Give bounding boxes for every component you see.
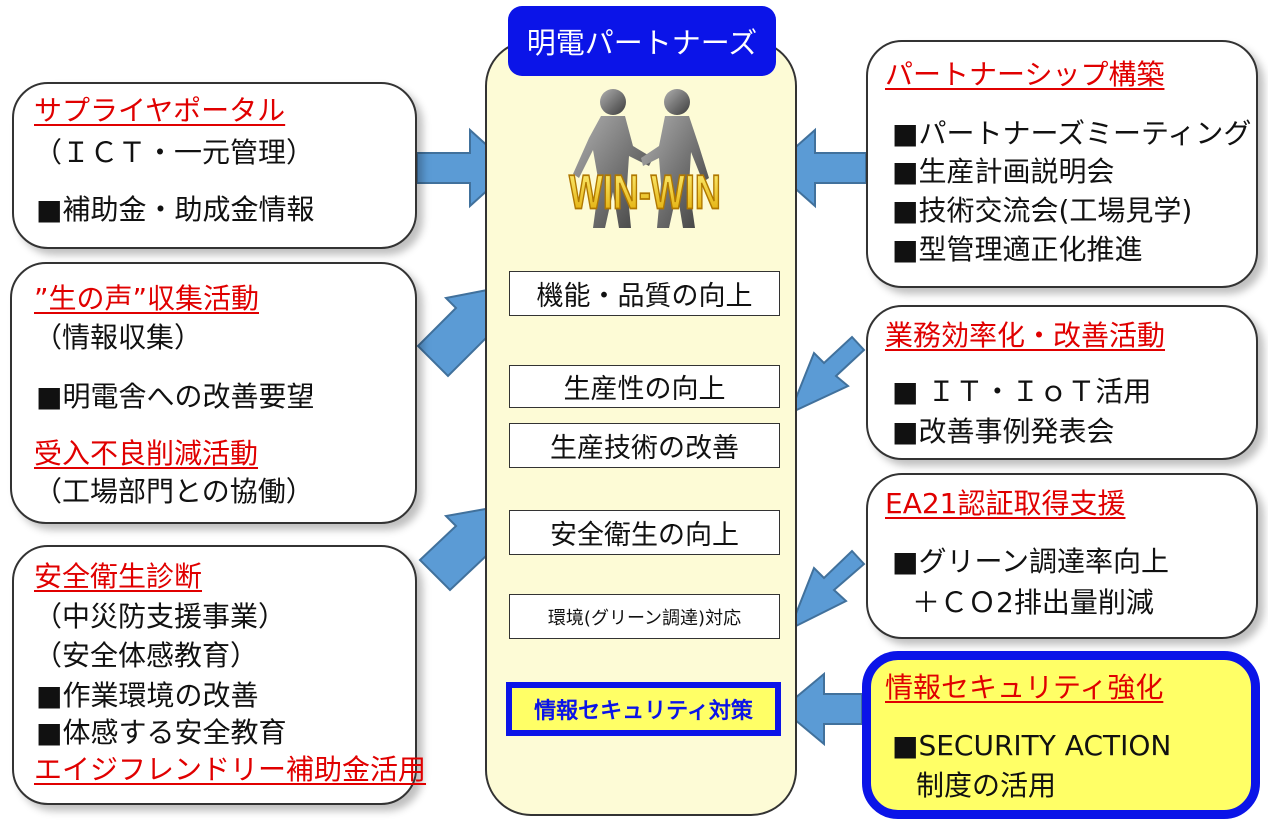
goal-production-technology: 生産技術の改善 [509,423,780,468]
line-security-action: ■SECURITY ACTION [892,729,1172,762]
goal-environment: 環境(グリーン調達)対応 [509,594,780,639]
center-title: 明電パートナーズ [508,6,776,76]
heading-security: 情報セキュリティ強化 [885,671,1164,704]
line-partners-meeting: ■パートナーズミーティング [892,117,1252,150]
goal-productivity: 生産性の向上 [509,365,780,408]
heading-safety-diagnosis: 安全衛生診断 [34,560,203,593]
goal-security: 情報セキュリティ対策 [506,682,781,736]
line-jisha: （中災防支援事業） [34,600,287,633]
line-ict: （ＩＣＴ・一元管理） [34,136,315,169]
line-subsidy: ■補助金・助成金情報 [36,193,315,226]
box-partnership [866,40,1258,288]
arrow-security-to-center [780,671,863,747]
line-factory-collab: （工場部門との協働） [34,475,314,508]
heading-age-friendly: エイジフレンドリー補助金活用 [34,753,427,786]
line-improvement-cases: ■改善事例発表会 [892,415,1115,448]
line-co2-reduction: ＋ＣＯ2排出量削減 [912,586,1154,619]
line-safety-education: （安全体感教育） [34,639,259,672]
heading-supplier-portal: サプライヤポータル [34,94,286,127]
goal-safety: 安全衛生の向上 [509,510,780,555]
line-production-plan: ■生産計画説明会 [892,155,1115,188]
line-system-use: 制度の活用 [916,769,1057,802]
line-mold-management: ■型管理適正化推進 [892,233,1143,266]
line-experience-education: ■体感する安全教育 [36,716,287,749]
handshake-figure-icon: WIN-WIN [568,89,722,228]
box-voice-collection [10,262,417,524]
line-work-environment: ■作業環境の改善 [36,679,259,712]
arrow-ea21-to-center [788,549,866,632]
box-ea21 [866,473,1258,639]
box-security [862,651,1260,819]
heading-voice-collection: ”生の声”収集活動 [34,282,260,315]
box-supplier-portal [12,82,417,249]
line-info-collection: （情報収集） [34,321,203,354]
heading-partnership: パートナーシップ構築 [885,58,1165,91]
arrow-efficiency-to-center [788,335,866,415]
line-it-iot: ■ ＩＴ・ＩｏＴ活用 [892,375,1152,408]
line-green-procurement: ■グリーン調達率向上 [892,545,1170,578]
heading-defect-reduction: 受入不良削減活動 [34,437,259,470]
line-tech-exchange: ■技術交流会(工場見学) [892,194,1193,227]
goal-quality: 機能・品質の向上 [509,271,780,316]
win-win-logo: WIN-WIN [569,165,721,218]
line-improvement-request: ■明電舎への改善要望 [36,380,315,413]
heading-efficiency: 業務効率化・改善活動 [885,319,1166,352]
box-safety-diagnosis [12,545,417,805]
box-efficiency [866,305,1258,460]
heading-ea21: EA21認証取得支援 [885,487,1126,520]
